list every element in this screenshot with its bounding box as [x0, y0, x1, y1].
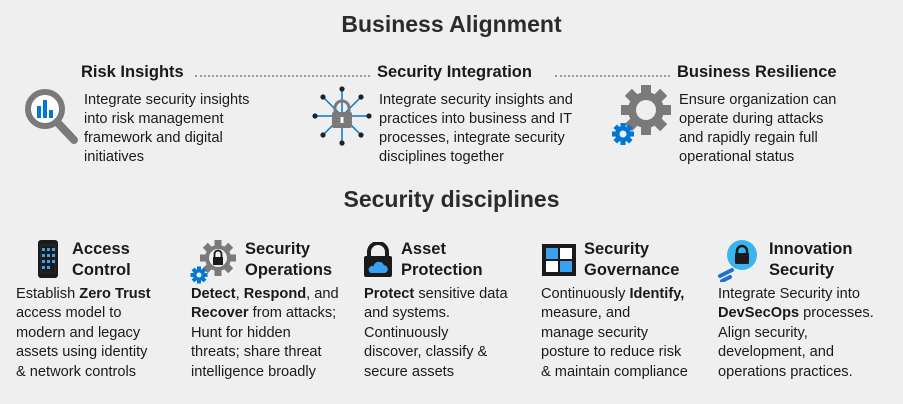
text-run: & network controls [16, 363, 137, 380]
text-run: from attacks; [248, 305, 337, 322]
connector-dots [195, 75, 370, 77]
text-run: Integrate Security into [718, 286, 860, 302]
mobile-device-icon [38, 240, 58, 278]
description-line: Hunt for hidden [191, 324, 339, 343]
network-lock-icon [312, 86, 372, 146]
lock-circle-icon [718, 238, 762, 282]
description-line: and systems. [364, 304, 508, 323]
description-line: Integrate Security into [718, 285, 874, 304]
text-run: posture to reduce risk [541, 344, 682, 361]
risk-insights-title: Risk Insights [81, 63, 184, 81]
description-line: Recover from attacks; [191, 304, 339, 323]
description-line: manage security [541, 324, 688, 343]
magnifier-chart-icon [22, 86, 80, 148]
emphasis-text: Detect [191, 286, 236, 302]
security-integration-title: Security Integration [377, 63, 532, 81]
innovation-security-title: Innovation Security [769, 240, 853, 279]
text-run: and systems. [364, 305, 450, 322]
emphasis-text: Zero Trust [79, 286, 151, 302]
gears-icon [610, 84, 672, 150]
description-line: Protect sensitive data [364, 285, 508, 304]
business-alignment-title: Business Alignment [341, 11, 562, 37]
text-run: Continuously [541, 286, 630, 302]
text-run: Hunt for hidden [191, 324, 291, 341]
asset-protection-title: Asset Protection [401, 240, 483, 279]
description-line: DevSecOps processes. [718, 304, 874, 323]
description-line: & network controls [16, 363, 151, 382]
description-line: discover, classify & [364, 343, 508, 362]
security-integration-description: Integrate security insights and practice… [379, 92, 573, 165]
description-line: & maintain compliance [541, 363, 688, 382]
text-run: , and [306, 286, 339, 302]
text-run: Align security, [718, 324, 808, 341]
text-run: secure assets [364, 363, 455, 380]
description-line: Establish Zero Trust [16, 285, 151, 304]
text-run: sensitive data [414, 286, 508, 302]
emphasis-text: Respond [243, 286, 307, 302]
description-line: Continuously Identify, [541, 285, 688, 304]
description-line: measure, and [541, 304, 688, 323]
text-run: Establish [16, 286, 80, 302]
text-run: modern and legacy [16, 324, 141, 341]
text-run: Continuously [364, 324, 449, 341]
security-governance-title: Security Governance [584, 240, 680, 279]
description-line: access model to [16, 304, 151, 323]
description-line: secure assets [364, 363, 508, 382]
gear-lock-icon [190, 240, 236, 284]
access-control-title: Access Control [72, 240, 131, 279]
description-line: threats; share threat [191, 343, 339, 362]
description-line: posture to reduce risk [541, 343, 688, 362]
emphasis-text: Recover [191, 305, 249, 322]
emphasis-text: Identify, [629, 286, 685, 302]
business-resilience-title: Business Resilience [677, 63, 837, 81]
text-run: , [235, 286, 244, 302]
security-operations-title: Security Operations [245, 240, 333, 279]
description-line: Continuously [364, 324, 508, 343]
business-resilience-description: Ensure organization can operate during a… [679, 92, 837, 165]
description-line: Detect, Respond, and [191, 285, 339, 304]
text-run: processes. [799, 305, 874, 322]
text-run: manage security [541, 324, 649, 341]
dashboard-grid-icon [542, 244, 576, 276]
text-run: discover, classify & [364, 344, 488, 361]
connector-dots [555, 75, 670, 77]
text-run: & maintain compliance [541, 363, 688, 380]
emphasis-text: DevSecOps [718, 305, 800, 322]
text-run: access model to [16, 305, 122, 322]
description-line: modern and legacy [16, 324, 151, 343]
text-run: development, and [718, 344, 835, 361]
security-disciplines-title: Security disciplines [343, 186, 560, 212]
description-line: intelligence broadly [191, 363, 339, 382]
description-line: Align security, [718, 324, 874, 343]
text-run: operations practices. [718, 363, 853, 380]
description-line: operations practices. [718, 363, 874, 382]
text-run: measure, and [541, 305, 631, 322]
emphasis-text: Protect [364, 286, 415, 302]
description-line: assets using identity [16, 343, 151, 362]
padlock-cloud-icon [363, 242, 393, 278]
text-run: threats; share threat [191, 344, 322, 361]
description-line: development, and [718, 343, 874, 362]
risk-insights-description: Integrate security insights into risk ma… [84, 92, 250, 165]
text-run: intelligence broadly [191, 363, 316, 380]
text-run: assets using identity [16, 344, 148, 361]
